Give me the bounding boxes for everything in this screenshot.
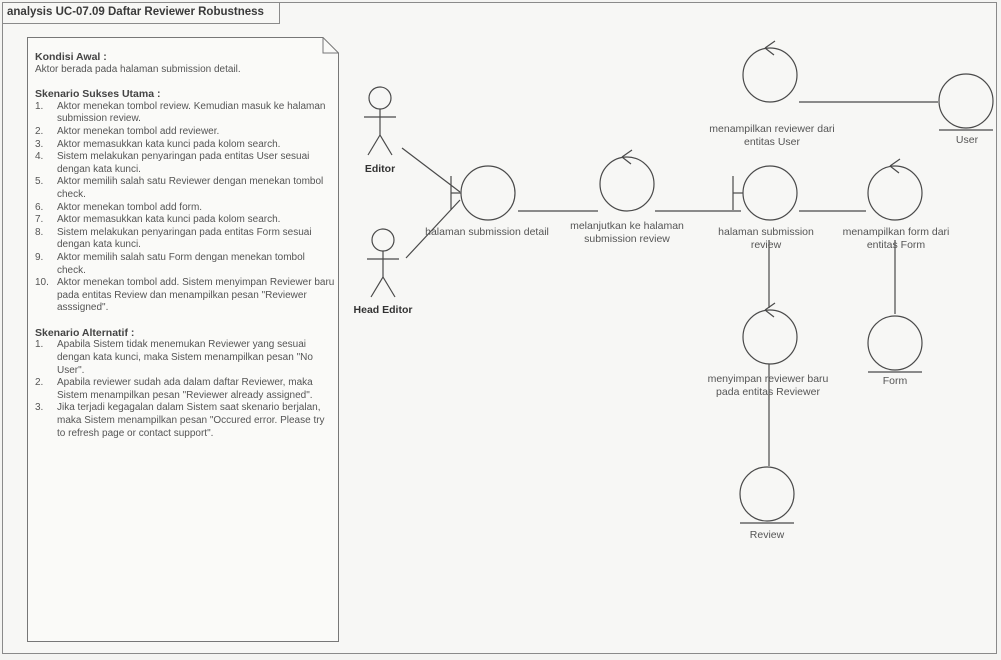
head-editor-actor-icon (367, 228, 399, 298)
control-tampil-reviewer-label: menampilkan reviewer dari entitas User (709, 123, 835, 148)
alt-step: 3.Jika terjadi kegagalan dalam Sistem sa… (35, 402, 325, 439)
entity-form-label: Form (882, 375, 908, 387)
scenario-note: Kondisi Awal : Aktor berada pada halaman… (27, 37, 339, 642)
main-step: 8.Sistem melakukan penyaringan pada enti… (35, 226, 312, 251)
main-step: 5.Aktor memilih salah satu Reviewer deng… (35, 176, 324, 200)
control-tampil-form-icon (867, 158, 923, 221)
main-step: 1.Aktor menekan tombol review. Kemudian … (35, 100, 326, 125)
boundary-submission-review-icon (732, 165, 798, 221)
control-simpan-reviewer-icon (742, 302, 798, 365)
boundary-submission-detail-icon (450, 165, 516, 221)
boundary-submission-detail-label: halaman submission detail (425, 226, 549, 238)
initial-condition-text: Aktor berada pada halaman submission det… (35, 63, 241, 75)
entity-user-label: User (955, 134, 979, 146)
entity-review-label: Review (749, 529, 785, 541)
main-step: 2.Aktor menekan tombol add reviewer. (35, 125, 220, 137)
editor-label: Editor (364, 163, 396, 175)
entity-user-icon (938, 73, 994, 131)
note-outline (27, 37, 339, 642)
diagram-title-tab: analysis UC-07.09 Daftar Reviewer Robust… (2, 2, 280, 24)
boundary-submission-review-label: halaman submission review (718, 226, 814, 251)
alt-scenario-list: 1.Apabila Sistem tidak menemukan Reviewe… (35, 339, 335, 440)
main-scenario-list: 1.Aktor menekan tombol review. Kemudian … (35, 101, 335, 315)
main-scenario-heading: Skenario Sukses Utama : (35, 88, 161, 101)
main-step: 4.Sistem melakukan penyaringan pada enti… (35, 151, 310, 175)
control-tampil-form-label: menampilkan form dari entitas Form (842, 226, 950, 251)
entity-review-icon (739, 466, 795, 524)
alt-step: 1.Apabila Sistem tidak menemukan Reviewe… (35, 339, 313, 376)
diagram-title: analysis UC-07.09 Daftar Reviewer Robust… (7, 6, 264, 18)
control-lanjut-review-icon (599, 149, 655, 212)
alt-step: 2.Apabila reviewer sudah ada dalam dafta… (35, 377, 313, 401)
editor-to-detail-link (401, 147, 461, 193)
control-tampil-reviewer-icon (742, 40, 798, 103)
main-step: 10.Aktor menekan tombol add. Sistem meny… (35, 277, 335, 314)
main-step: 9.Aktor memilih salah satu Form dengan m… (35, 251, 305, 276)
editor-actor-icon (364, 86, 396, 156)
alt-scenario-heading: Skenario Alternatif : (35, 326, 135, 339)
initial-condition-heading: Kondisi Awal : (35, 51, 107, 63)
main-step: 6.Aktor menekan tombol add form. (35, 201, 203, 213)
main-step: 3.Aktor memasukkan kata kunci pada kolom… (35, 138, 281, 150)
main-step: 7.Aktor memasukkan kata kunci pada kolom… (35, 214, 281, 226)
control-simpan-reviewer-label: menyimpan reviewer baru pada entitas Rev… (707, 373, 829, 398)
control-lanjut-review-label: melanjutkan ke halaman submission review (570, 220, 684, 245)
entity-form-icon (867, 315, 923, 373)
head-editor-label: Head Editor (353, 304, 413, 316)
